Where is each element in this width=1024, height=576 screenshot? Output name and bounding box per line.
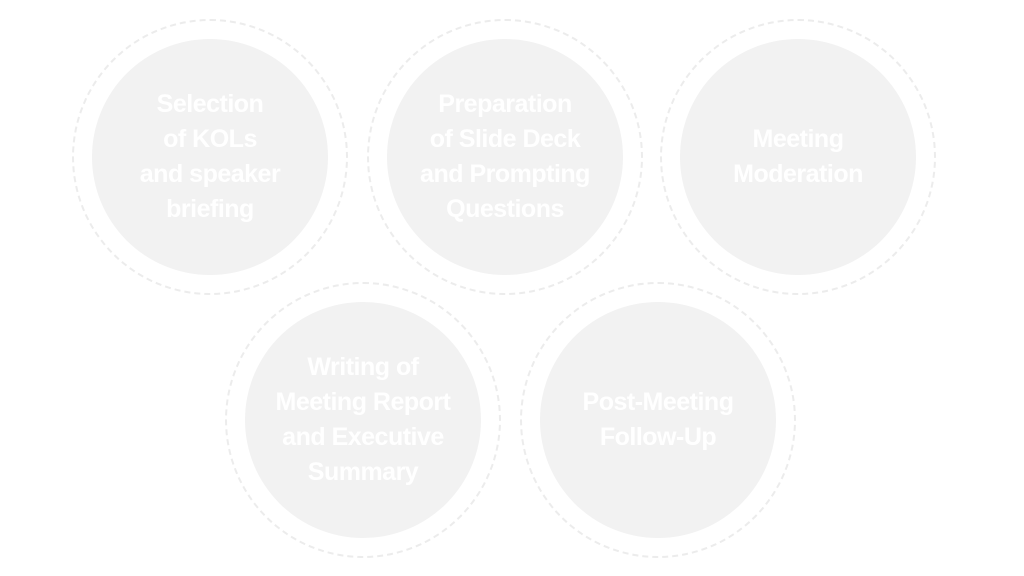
step-label-line: Post-Meeting <box>582 388 734 416</box>
step-label-line: Selection <box>156 90 264 118</box>
step-label-line: Writing of <box>307 353 419 381</box>
step-label-line: Summary <box>307 458 419 486</box>
dashed-ring <box>520 282 796 558</box>
step-label-line: Meeting Report <box>275 388 451 416</box>
dashed-ring <box>367 19 643 295</box>
step-label: Selection of KOLs and speaker briefing <box>105 87 315 227</box>
step-label-line: Follow-Up <box>599 423 717 451</box>
step-label-line: Preparation <box>438 90 572 118</box>
step-label-line: and Prompting <box>420 160 590 188</box>
dashed-ring <box>225 282 501 558</box>
step-label-line: Meeting <box>752 125 844 153</box>
step-label-line: of KOLs <box>163 125 257 153</box>
step-label-line: of Slide Deck <box>429 125 581 153</box>
step-circle: Selection of KOLs and speaker briefing <box>92 39 328 275</box>
step-label-line: briefing <box>166 195 254 223</box>
step-label-line: Questions <box>446 195 564 223</box>
step-kol-selection: Selection of KOLs and speaker briefing <box>72 19 348 295</box>
dashed-ring <box>660 19 936 295</box>
step-label-line: and speaker <box>139 160 281 188</box>
step-label-line: and Executive <box>282 423 444 451</box>
dashed-ring <box>72 19 348 295</box>
step-label-line: Moderation <box>733 160 863 188</box>
